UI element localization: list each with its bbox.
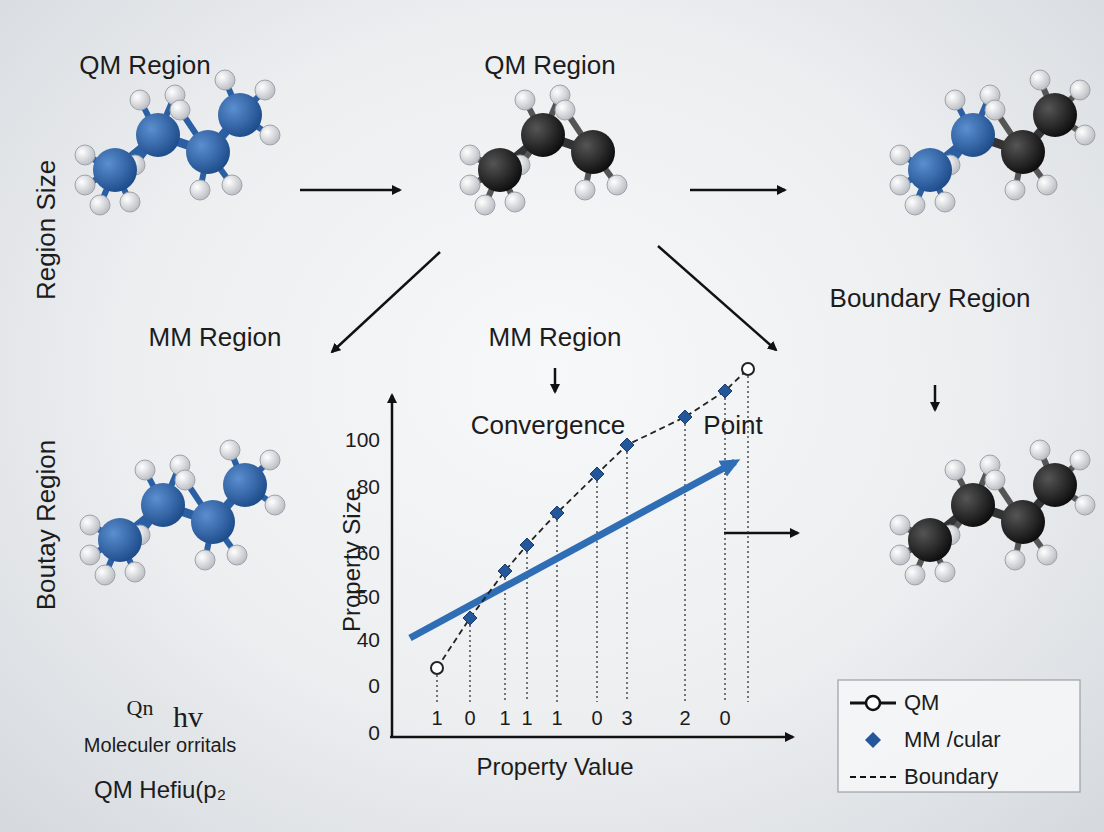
symbol-label: Qn bbox=[127, 696, 154, 720]
note-label: Moleculer orritals bbox=[84, 734, 236, 756]
legend-label: QM bbox=[904, 691, 939, 715]
tick-label: 1 bbox=[431, 707, 442, 729]
molecule-model bbox=[75, 70, 280, 215]
tick-label: 50 bbox=[357, 585, 380, 608]
tick-label: 2 bbox=[679, 707, 690, 729]
region-label: MM Region bbox=[489, 323, 622, 352]
tick-label: 1 bbox=[551, 707, 562, 729]
tick-label: 1 bbox=[499, 707, 510, 729]
region-label: QM Region bbox=[79, 51, 211, 80]
axis-title: Property Value bbox=[477, 754, 634, 780]
tick-label: 60 bbox=[357, 541, 380, 564]
tick-label: 40 bbox=[357, 628, 380, 651]
molecule-model bbox=[460, 85, 627, 215]
symbol-label: hv bbox=[173, 700, 203, 733]
region-label: MM Region bbox=[149, 323, 282, 352]
molecule-model bbox=[890, 70, 1095, 215]
region-label: QM Region bbox=[484, 51, 616, 80]
tick-label: 1 bbox=[521, 707, 532, 729]
molecule-model bbox=[890, 440, 1095, 585]
legend-label: MM /cular bbox=[904, 728, 1001, 752]
region-label: Boundary Region bbox=[830, 284, 1031, 313]
legend-label: Boundary bbox=[904, 765, 998, 789]
chart-label: Point bbox=[703, 411, 762, 440]
molecule-model bbox=[80, 440, 285, 585]
tick-label: 0 bbox=[464, 707, 475, 729]
tick-label: 0 bbox=[719, 707, 730, 729]
note-label: QM Hefiu(p₂ bbox=[94, 777, 226, 803]
tick-label: 80 bbox=[357, 475, 380, 498]
chart-label: Convergence bbox=[471, 411, 626, 440]
axis-label: Region Size bbox=[32, 160, 61, 300]
region-label: Boutay Region bbox=[32, 440, 61, 611]
tick-label: 0 bbox=[591, 707, 602, 729]
tick-label: 0 bbox=[368, 721, 380, 744]
tick-label: 0 bbox=[368, 674, 380, 697]
tick-label: 3 bbox=[621, 707, 632, 729]
tick-label: 100 bbox=[345, 428, 380, 451]
